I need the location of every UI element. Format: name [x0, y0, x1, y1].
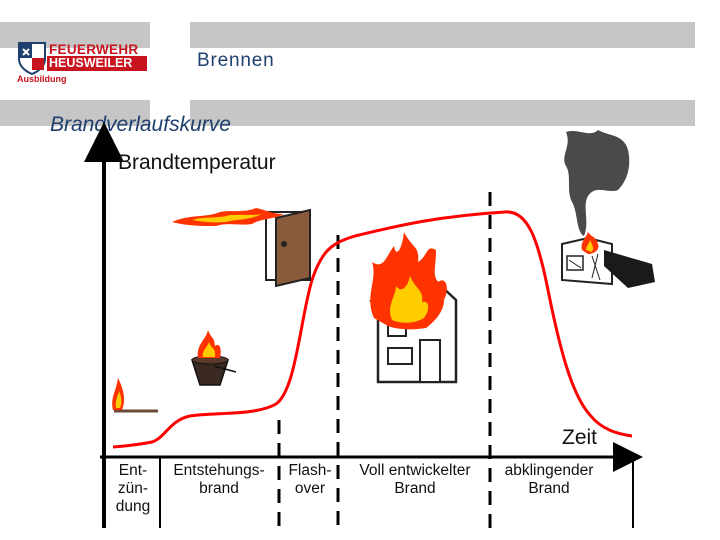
phase-label-flashover: Flash- over — [282, 462, 338, 498]
burning-house-icon — [370, 232, 456, 382]
x-axis-label: Zeit — [562, 426, 597, 450]
phase-label-ignition: Ent- zün- dung — [108, 462, 158, 516]
y-axis-label: Brandtemperatur — [118, 151, 276, 175]
ignition-flame-icon — [112, 378, 158, 411]
door-with-flames-icon — [172, 208, 310, 286]
smoking-ruin-icon — [562, 130, 655, 288]
burning-bucket-icon — [192, 330, 236, 385]
phase-label-fully-developed-fire: Voll entwickelter Brand — [341, 462, 489, 498]
phase-label-decay: abklingender Brand — [492, 462, 606, 498]
temperature-curve — [113, 212, 632, 447]
phase-label-incipient-fire: Entstehungs- brand — [160, 462, 278, 498]
